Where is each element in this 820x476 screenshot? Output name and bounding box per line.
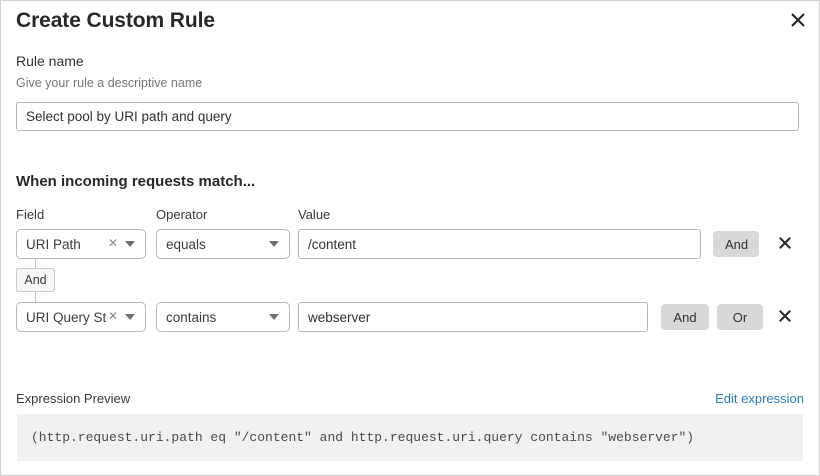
- edit-expression-link[interactable]: Edit expression: [715, 391, 804, 406]
- chevron-down-icon: [125, 314, 135, 320]
- connector-line-bottom: [35, 292, 36, 303]
- operator-select-1[interactable]: equals: [156, 229, 290, 259]
- remove-condition-button-2[interactable]: [772, 303, 798, 329]
- connector-and-chip[interactable]: And: [16, 268, 55, 292]
- match-section-heading: When incoming requests match...: [16, 173, 256, 190]
- field-select-1[interactable]: URI Path ✕: [16, 229, 146, 259]
- condition-row: URI Path ✕ equals And: [1, 229, 819, 259]
- value-input-1[interactable]: [298, 229, 701, 259]
- remove-condition-button-1[interactable]: [772, 230, 798, 256]
- chevron-down-icon: [125, 241, 135, 247]
- operator-select-2[interactable]: contains: [156, 302, 290, 332]
- field-select-2-value: URI Query St...: [26, 309, 106, 325]
- column-header-field: Field: [16, 207, 45, 222]
- column-header-value: Value: [298, 207, 331, 222]
- field-select-2[interactable]: URI Query St... ✕: [16, 302, 146, 332]
- expression-preview-label: Expression Preview: [16, 391, 131, 406]
- operator-select-2-value: contains: [166, 309, 217, 325]
- column-header-operator: Operator: [156, 207, 208, 222]
- rule-name-label: Rule name: [16, 53, 84, 69]
- rule-name-help-text: Give your rule a descriptive name: [16, 76, 203, 90]
- and-button-row-2[interactable]: And: [661, 304, 709, 330]
- value-input-2[interactable]: [298, 302, 648, 332]
- chevron-down-icon: [269, 241, 279, 247]
- page-title: Create Custom Rule: [16, 9, 215, 32]
- chevron-down-icon: [269, 314, 279, 320]
- and-button-row-1[interactable]: And: [713, 231, 759, 257]
- condition-row: URI Query St... ✕ contains And Or: [1, 302, 819, 332]
- rule-name-input[interactable]: [16, 102, 799, 131]
- or-button-row-2[interactable]: Or: [717, 304, 763, 330]
- field-select-1-value: URI Path: [26, 236, 81, 252]
- expression-preview-box: (http.request.uri.path eq "/content" and…: [17, 414, 803, 461]
- clear-x-icon[interactable]: ✕: [107, 309, 118, 323]
- clear-x-icon[interactable]: ✕: [107, 236, 118, 250]
- close-icon[interactable]: [786, 8, 810, 32]
- connector-line-top: [35, 259, 36, 269]
- operator-select-1-value: equals: [166, 236, 206, 252]
- expression-preview-text: (http.request.uri.path eq "/content" and…: [31, 430, 695, 445]
